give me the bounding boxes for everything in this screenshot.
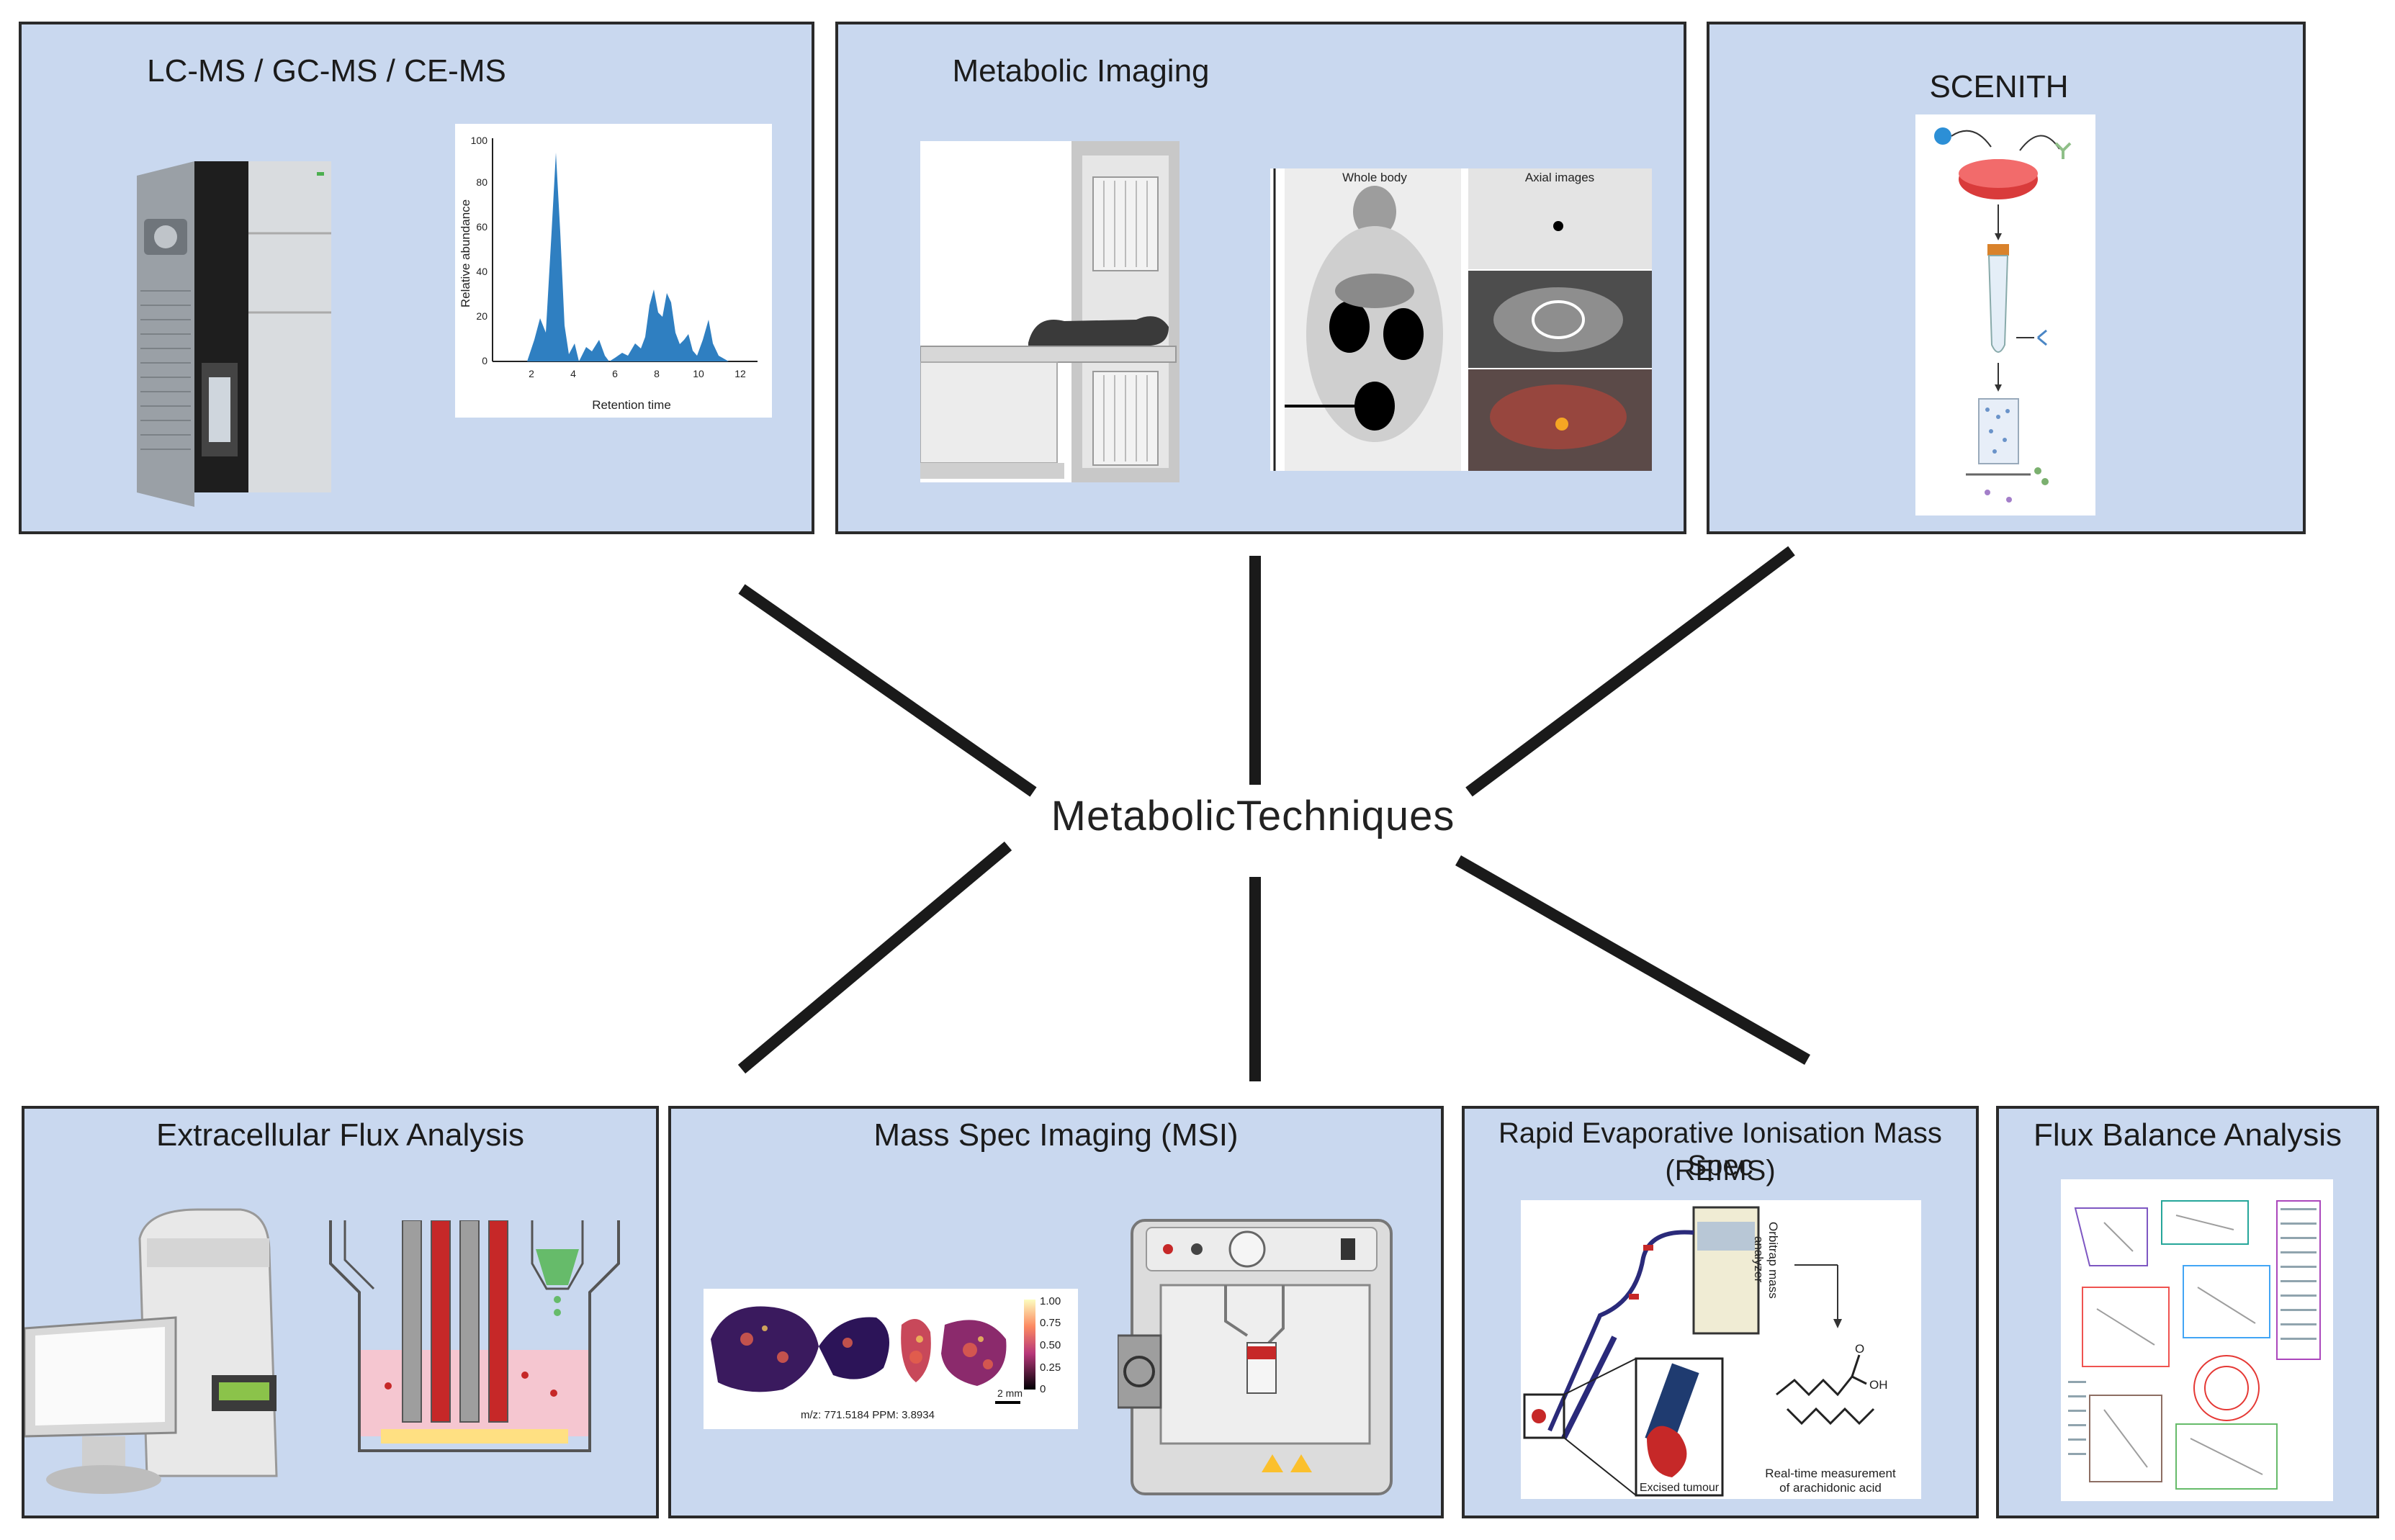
excised-tumour-label: Excised tumour (1640, 1482, 1720, 1494)
chromatogram-card: 0 20 40 60 80 100 2 4 6 8 10 12 Retentio… (455, 124, 772, 418)
panel-reims: Rapid Evaporative Ionisation Mass Spec (… (1462, 1106, 1979, 1518)
chart-ylabel: Relative abundance (459, 199, 472, 307)
realtime-label-2: of arachidonic acid (1779, 1481, 1882, 1495)
spoke-scenith (1465, 546, 1795, 797)
spoke-lcms (738, 584, 1037, 797)
xtick: 10 (693, 368, 704, 379)
center-label: MetabolicTechniques (1051, 793, 1455, 839)
ytick: 20 (476, 310, 487, 322)
panel-msi: Mass Spec Imaging (MSI) 1.00 0.75 (668, 1106, 1444, 1518)
spoke-reims (1455, 855, 1810, 1065)
xtick: 2 (529, 368, 534, 379)
reims-illustration-card: Orbitrap mass analyzer OH O Excised tumo… (1521, 1200, 1921, 1499)
xtick: 6 (612, 368, 618, 379)
colorbar-tick: 0.50 (1040, 1339, 1061, 1351)
colorbar-tick: 0.75 (1040, 1317, 1061, 1329)
xtick: 12 (734, 368, 746, 379)
panel-title: Mass Spec Imaging (MSI) (873, 1117, 1239, 1153)
colorbar-tick: 0.25 (1040, 1361, 1061, 1374)
orbitrap-label-2: analyzer (1752, 1236, 1766, 1283)
chromatogram-trace (527, 153, 729, 361)
panel-title: Metabolic Imaging (952, 53, 1210, 89)
panel-title: Rapid Evaporative Ionisation Mass Spec (1498, 1117, 1942, 1181)
xtick: 8 (654, 368, 660, 379)
ytick: 100 (471, 135, 488, 146)
msi-heatmap: 1.00 0.75 0.50 0.25 0 2 mm m/z: 771.5184… (711, 1295, 1061, 1421)
panel-subtitle: (REIMS) (1665, 1155, 1776, 1186)
ytick: 0 (482, 355, 487, 366)
label-whole-body: Whole body (1342, 171, 1407, 184)
panel-xf: Extracellular Flux Analysis (22, 1106, 659, 1518)
lcms-instrument-illustration (137, 161, 331, 507)
ytick: 40 (476, 266, 487, 277)
panel-title: Flux Balance Analysis (2034, 1117, 2342, 1153)
reims-illustration: Orbitrap mass analyzer OH O Excised tumo… (1523, 1206, 1896, 1497)
msi-instrument-illustration (1118, 1219, 1393, 1495)
flux-analyzer-illustration (24, 1208, 278, 1494)
o-label: O (1855, 1342, 1864, 1356)
oh-label: OH (1869, 1378, 1888, 1392)
spoke-xf (737, 841, 1012, 1074)
panel-scenith: SCENITH (1707, 22, 2306, 534)
chart-xlabel: Retention time (592, 398, 671, 412)
panel-title: SCENITH (1929, 69, 2069, 104)
realtime-label-1: Real-time measurement (1765, 1467, 1896, 1480)
orbitrap-label: Orbitrap mass (1766, 1222, 1780, 1299)
panel-title: Extracellular Flux Analysis (156, 1117, 525, 1153)
ytick: 80 (476, 176, 487, 188)
scale-label: 2 mm (997, 1387, 1023, 1399)
pet-scanner-illustration (920, 141, 1179, 482)
chromatogram: 0 20 40 60 80 100 2 4 6 8 10 12 Retentio… (459, 135, 758, 412)
pet-images: Whole body Axial images (1273, 168, 1652, 471)
msi-caption: m/z: 771.5184 PPM: 3.8934 (801, 1409, 935, 1421)
xtick: 4 (570, 368, 576, 379)
colorbar-tick: 0 (1040, 1383, 1046, 1395)
colorbar-tick: 1.00 (1040, 1295, 1061, 1307)
pet-images-card: Whole body Axial images (1270, 168, 1652, 471)
panel-title: LC-MS / GC-MS / CE-MS (147, 53, 506, 89)
ytick: 60 (476, 221, 487, 233)
panel-lcms: LC-MS / GC-MS / CE-MS 0 20 (19, 22, 814, 534)
panel-fba: Flux Balance Analysis (1996, 1106, 2379, 1518)
panel-imaging: Metabolic Imaging (835, 22, 1686, 534)
well-cross-section (329, 1220, 620, 1452)
msi-image-card: 1.00 0.75 0.50 0.25 0 2 mm m/z: 771.5184… (704, 1289, 1078, 1429)
label-axial-images: Axial images (1525, 171, 1594, 184)
metabolic-network-map (2061, 1179, 2333, 1501)
scenith-workflow (1915, 114, 2095, 515)
